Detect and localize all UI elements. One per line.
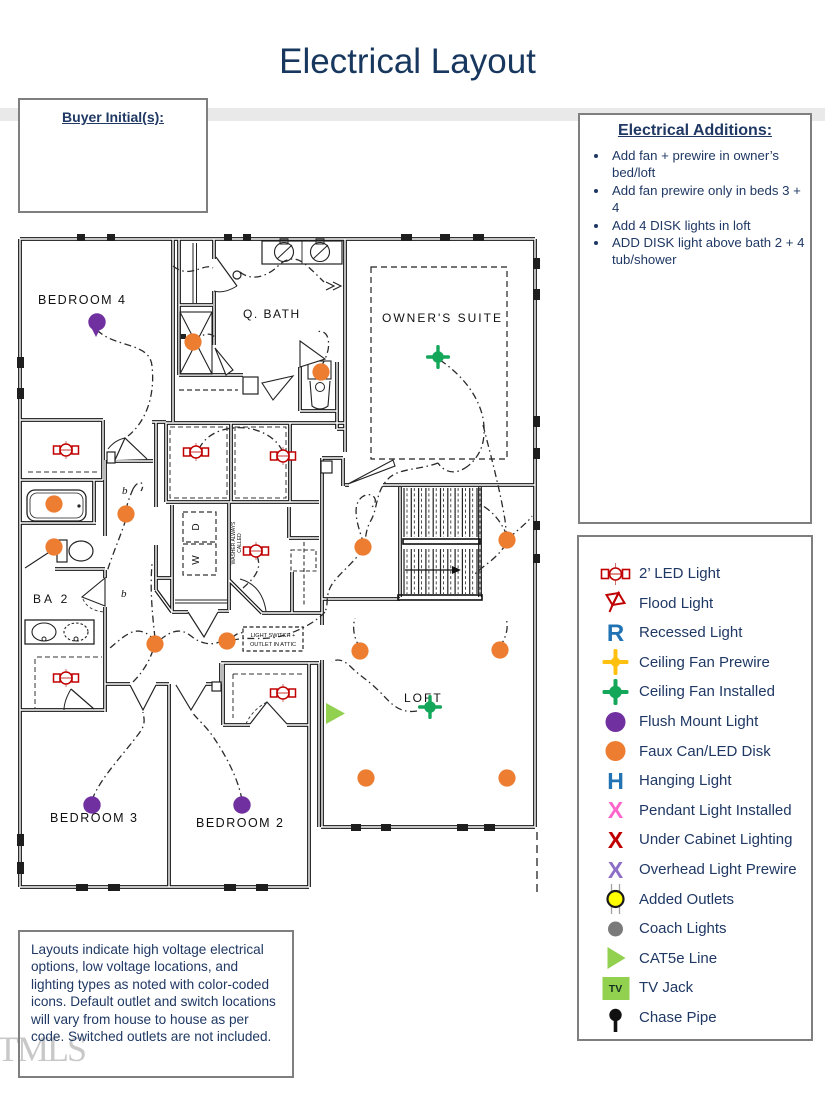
- svg-text:D: D: [191, 523, 202, 530]
- svg-text:BEDROOM 2: BEDROOM 2: [196, 816, 285, 830]
- svg-text:W: W: [191, 555, 202, 565]
- svg-text:BEDROOM 4: BEDROOM 4: [38, 293, 127, 307]
- svg-text:R: R: [607, 620, 624, 647]
- svg-text:b: b: [121, 588, 127, 600]
- svg-text:OUTLET IN ATTIC: OUTLET IN ATTIC: [250, 642, 296, 648]
- svg-text:Q. BATH: Q. BATH: [243, 307, 301, 321]
- svg-text:OWNER'S SUITE: OWNER'S SUITE: [382, 311, 503, 325]
- svg-text:LIGHT SWITCH +: LIGHT SWITCH +: [251, 633, 296, 639]
- svg-text:BA 2: BA 2: [33, 592, 70, 606]
- svg-text:BEDROOM 3: BEDROOM 3: [50, 811, 139, 825]
- svg-text:TV: TV: [609, 983, 622, 995]
- svg-text:X: X: [608, 857, 624, 883]
- svg-text:H: H: [607, 768, 624, 794]
- svg-text:LOFT: LOFT: [404, 691, 443, 705]
- svg-text:b: b: [122, 485, 128, 497]
- svg-text:CALLED: CALLED: [237, 533, 243, 553]
- svg-text:WASHER ALWAYS: WASHER ALWAYS: [231, 521, 237, 564]
- svg-text:X: X: [608, 797, 624, 823]
- svg-text:X: X: [608, 827, 624, 853]
